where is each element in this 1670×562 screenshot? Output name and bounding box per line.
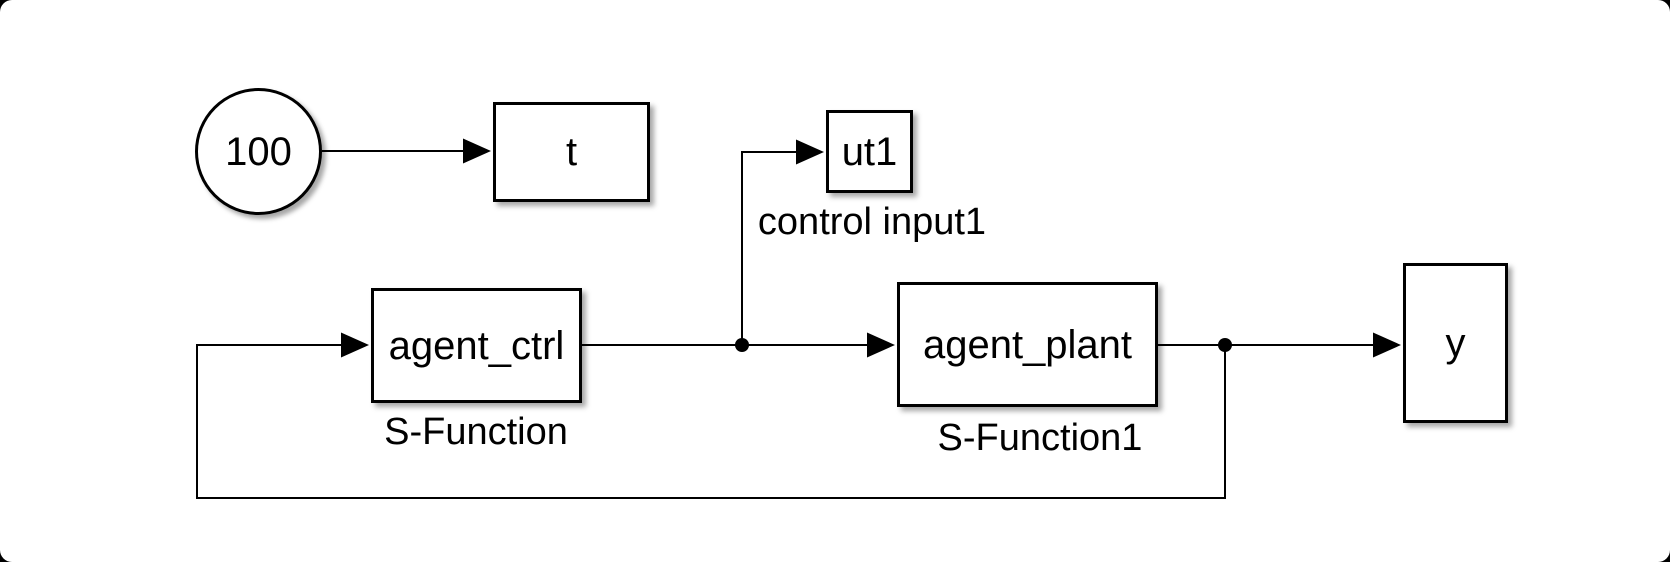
arrowhead-icon	[867, 332, 895, 358]
block-agent-plant-label: agent_plant	[922, 322, 1133, 367]
block-agent-plant-caption: S-Function1	[937, 417, 1143, 459]
constant-value-label: 100	[225, 129, 292, 174]
block-ut1[interactable]: ut1	[826, 110, 913, 193]
block-ut1-label: ut1	[841, 129, 898, 174]
block-agent-plant[interactable]: agent_plant	[897, 282, 1158, 407]
block-ut1-caption: control input1	[757, 201, 987, 243]
block-agent-ctrl-caption: S-Function	[384, 411, 568, 453]
block-y-label: y	[1445, 321, 1466, 365]
arrowhead-icon	[1373, 332, 1401, 358]
block-t-label: t	[565, 130, 578, 174]
arrowhead-icon	[341, 332, 369, 358]
block-t[interactable]: t	[493, 102, 650, 202]
arrowhead-icon	[463, 138, 491, 164]
branch-point	[735, 338, 749, 352]
block-constant-100[interactable]: 100	[195, 88, 322, 215]
block-agent-ctrl[interactable]: agent_ctrl	[371, 288, 582, 403]
arrowhead-icon	[796, 139, 824, 165]
wire-branch-to-ut1[interactable]	[741, 151, 796, 345]
block-agent-ctrl-label: agent_ctrl	[388, 323, 565, 368]
block-y[interactable]: y	[1403, 263, 1508, 423]
branch-point	[1218, 338, 1232, 352]
